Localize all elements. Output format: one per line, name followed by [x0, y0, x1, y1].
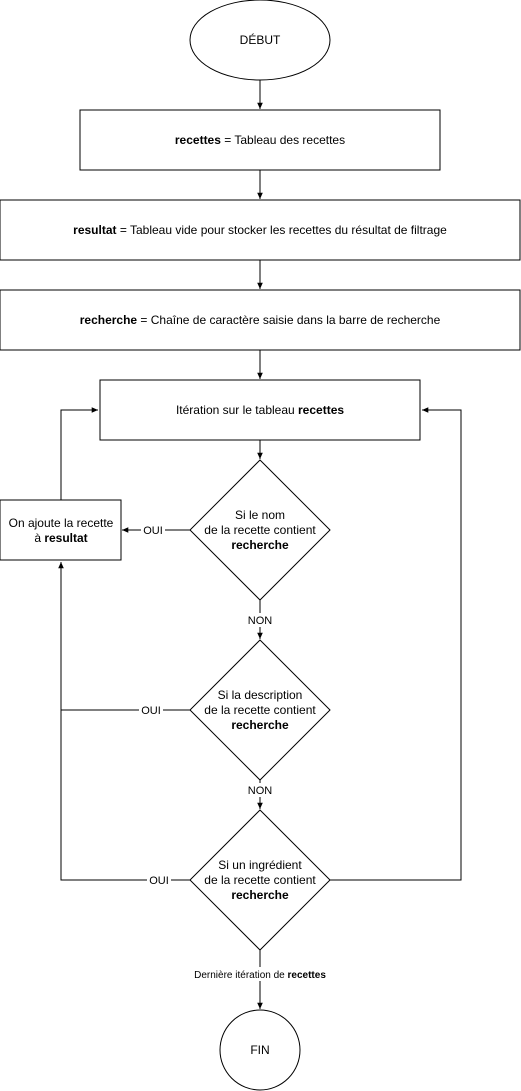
oui-ingr-label: OUI	[149, 875, 169, 887]
cond-ingr-line1: Si un ingrédient	[218, 858, 302, 872]
iteration-label-text: Itération sur le tableau	[176, 403, 298, 417]
cond-desc-line3: recherche	[231, 718, 289, 732]
last-iter-label-bg	[185, 967, 335, 981]
add-result-label-line2-var: resultat	[44, 531, 87, 545]
oui-ingr-label-bg	[147, 873, 171, 887]
cond-name-line3: recherche	[231, 538, 289, 552]
cond-ingr-line3: recherche	[231, 888, 289, 902]
edge-add-result-to-iteration	[60, 407, 98, 500]
recettes-label-var: recettes	[175, 133, 221, 147]
add-result-label-line2: à resultat	[34, 531, 87, 545]
start-label: DÉBUT	[240, 32, 281, 47]
cond-name-diamond	[189, 459, 331, 601]
add-result-label: On ajoute la recette	[9, 516, 114, 530]
last-iter-label-text: Dernière itération de	[194, 970, 287, 981]
edge-cond-ingr-to-iteration	[330, 407, 462, 881]
last-iter-label: Dernière itération de recettes	[194, 970, 326, 981]
non-name-label: NON	[248, 615, 273, 627]
start-node	[189, 0, 331, 81]
resultat-label: resultat = Tableau vide pour stocker les…	[73, 223, 447, 237]
last-iter-label-var: recettes	[288, 970, 327, 981]
cond-ingr-line2: de la recette contient	[204, 873, 316, 887]
resultat-label-var: resultat	[73, 223, 116, 237]
resultat-label-desc: = Tableau vide pour stocker les recettes…	[117, 223, 448, 237]
add-result-box	[0, 499, 122, 561]
end-label: FIN	[250, 1043, 269, 1057]
recettes-box	[79, 109, 441, 171]
non-desc-label: NON	[248, 785, 273, 797]
resultat-box	[0, 199, 521, 261]
end-node	[219, 1009, 301, 1091]
cond-name-line2: de la recette contient	[204, 523, 316, 537]
edge-cond-desc-oui	[58, 562, 190, 711]
recettes-label: recettes = Tableau des recettes	[175, 133, 345, 147]
iteration-label: Itération sur le tableau recettes	[176, 403, 344, 417]
oui-desc-label: OUI	[141, 705, 161, 717]
recherche-label: recherche = Chaîne de caractère saisie d…	[80, 313, 441, 327]
edge-cond-ingr-oui	[60, 710, 190, 881]
cond-desc-line1: Si la description	[218, 688, 303, 702]
oui-name-label: OUI	[143, 525, 163, 537]
add-result-label-line2-text: à	[34, 531, 44, 545]
cond-ingr-diamond	[189, 809, 331, 951]
iteration-label-var: recettes	[298, 403, 344, 417]
recettes-label-desc: = Tableau des recettes	[221, 133, 345, 147]
non-name-label-bg	[246, 613, 274, 627]
cond-name-line1: Si le nom	[235, 508, 285, 522]
recherche-label-var: recherche	[80, 313, 138, 327]
oui-desc-label-bg	[139, 703, 163, 717]
recherche-label-desc: = Chaîne de caractère saisie dans la bar…	[137, 313, 441, 327]
iteration-box	[99, 379, 421, 441]
recherche-box	[0, 289, 521, 351]
oui-name-label-bg	[141, 523, 165, 537]
cond-desc-diamond	[189, 639, 331, 781]
non-desc-label-bg	[246, 783, 274, 797]
cond-desc-line2: de la recette contient	[204, 703, 316, 717]
